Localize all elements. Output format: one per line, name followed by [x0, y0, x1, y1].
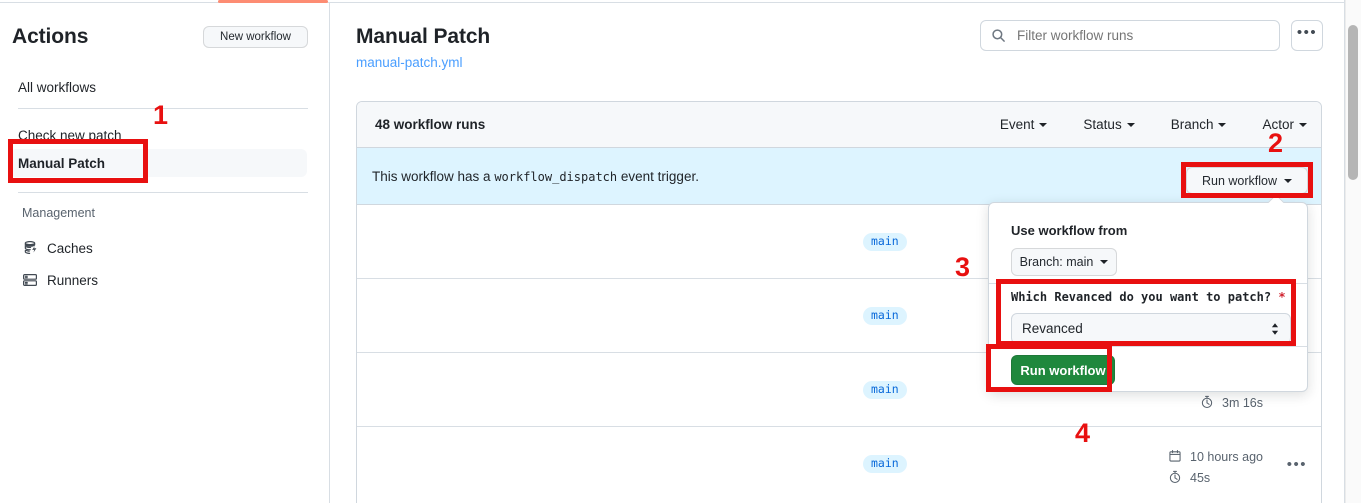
search-input[interactable] [1015, 27, 1269, 44]
chevron-down-icon [1126, 122, 1135, 127]
table-row[interactable]: main 10 hours ago [357, 427, 1321, 501]
dispatch-prefix: This workflow has a [372, 168, 491, 184]
sidebar-item-label: All workflows [18, 79, 97, 95]
workflow-runs-header: 48 workflow runs Event Status Branch [357, 102, 1321, 148]
chevron-down-icon [1039, 122, 1048, 127]
run-age: 10 hours ago [1168, 446, 1263, 467]
run-duration: 45s [1168, 467, 1263, 488]
run-age-text: 10 hours ago [1190, 449, 1263, 464]
popover-divider [989, 283, 1307, 284]
new-workflow-button[interactable]: New workflow [203, 26, 308, 48]
run-meta: 10 hours ago 45s [1168, 446, 1263, 488]
filter-branch-dropdown[interactable]: Branch [1171, 117, 1227, 132]
more-options-button[interactable]: ••• [1291, 20, 1323, 51]
workflow-file-link[interactable]: manual-patch.yml [356, 55, 463, 70]
dispatch-event-code: workflow_dispatch [494, 169, 618, 184]
active-tab-indicator [218, 0, 328, 3]
branch-select-value: Branch: main [1019, 255, 1094, 269]
filter-actor-dropdown[interactable]: Actor [1262, 117, 1307, 132]
filter-status-dropdown[interactable]: Status [1083, 117, 1135, 132]
revanced-select[interactable]: Revanced [1011, 313, 1291, 344]
branch-select-button[interactable]: Branch: main [1011, 248, 1117, 276]
sidebar-item-label: Manual Patch [18, 155, 106, 171]
sidebar-item-all-workflows[interactable]: All workflows [18, 74, 308, 100]
sidebar-item-label: Caches [47, 240, 93, 256]
stopwatch-icon [1200, 395, 1216, 411]
table-row[interactable]: main [357, 279, 1321, 353]
run-workflow-button-label: Run workflow [1201, 173, 1278, 188]
page-scrollbar-track[interactable] [1345, 0, 1361, 503]
run-workflow-popover: Use workflow from Branch: main Which Rev… [988, 202, 1308, 392]
top-hairline-divider [0, 2, 1345, 3]
sidebar-divider-1 [18, 108, 308, 109]
sidebar-vertical-divider [329, 3, 330, 503]
sidebar-item-runners[interactable]: Runners [22, 268, 302, 292]
sidebar-divider-2 [18, 192, 308, 193]
branch-badge[interactable]: main [863, 381, 907, 399]
filter-actor-label: Actor [1262, 117, 1294, 132]
calendar-icon [1168, 449, 1184, 465]
sidebar-item-caches[interactable]: Caches [22, 236, 302, 260]
chevron-down-icon [1284, 178, 1293, 183]
sidebar-item-label: Runners [47, 272, 99, 288]
filter-status-label: Status [1083, 117, 1122, 132]
workflow-dispatch-banner: This workflow has a workflow_dispatch ev… [357, 148, 1321, 205]
run-duration: 3m 16s [1200, 392, 1263, 413]
filter-event-dropdown[interactable]: Event [1000, 117, 1048, 132]
stepper-icon [1270, 321, 1280, 337]
stopwatch-icon [1168, 470, 1184, 486]
run-workflow-submit-button[interactable]: Run workflow [1011, 355, 1115, 385]
run-duration-text: 3m 16s [1222, 395, 1263, 410]
sidebar-item-manual-patch[interactable]: Manual Patch [8, 149, 307, 177]
filter-event-label: Event [999, 117, 1035, 132]
run-meta: 3m 16s [1200, 392, 1263, 413]
server-runner-icon [22, 272, 38, 288]
chevron-down-icon [1218, 122, 1227, 127]
database-cache-icon [22, 240, 38, 256]
content-right-edge [1344, 0, 1345, 503]
use-workflow-from-label: Use workflow from [1011, 223, 1128, 238]
dispatch-suffix: event trigger. [620, 168, 699, 184]
actions-sidebar: Actions New workflow All workflows Check… [0, 3, 329, 503]
runs-filter-menu: Event Status Branch Actor [1000, 117, 1307, 132]
dispatch-banner-text: This workflow has a workflow_dispatch ev… [372, 169, 699, 184]
branch-badge[interactable]: main [863, 233, 907, 251]
branch-badge[interactable]: main [863, 307, 907, 325]
page-title-actions: Actions [12, 25, 89, 48]
run-duration-text: 45s [1190, 470, 1211, 485]
revanced-select-value: Revanced [1022, 321, 1083, 336]
filter-branch-label: Branch [1170, 117, 1214, 132]
branch-badge[interactable]: main [863, 455, 907, 473]
sidebar-section-management: Management [22, 206, 95, 220]
run-workflow-dropdown-button[interactable]: Run workflow [1186, 167, 1308, 194]
filter-workflow-runs-box[interactable] [980, 20, 1280, 51]
workflow-input-label: Which Revanced do you want to patch? * [1011, 290, 1286, 304]
search-icon [991, 28, 1007, 44]
table-row[interactable]: main 3m 16s [357, 353, 1321, 427]
workflow-input-label-text: Which Revanced do you want to patch? [1011, 290, 1272, 304]
popover-caret [1268, 194, 1284, 203]
page-scrollbar-thumb[interactable] [1348, 25, 1358, 180]
table-row[interactable]: main [357, 205, 1321, 279]
workflow-title: Manual Patch [356, 25, 491, 48]
required-marker: * [1278, 290, 1286, 304]
sidebar-item-label: Check new patch [18, 127, 122, 143]
workflow-runs-count: 48 workflow runs [375, 117, 486, 132]
popover-divider-2 [989, 346, 1307, 347]
chevron-down-icon [1100, 260, 1109, 264]
chevron-down-icon [1299, 122, 1307, 127]
sidebar-item-check-new-patch[interactable]: Check new patch [18, 122, 308, 148]
